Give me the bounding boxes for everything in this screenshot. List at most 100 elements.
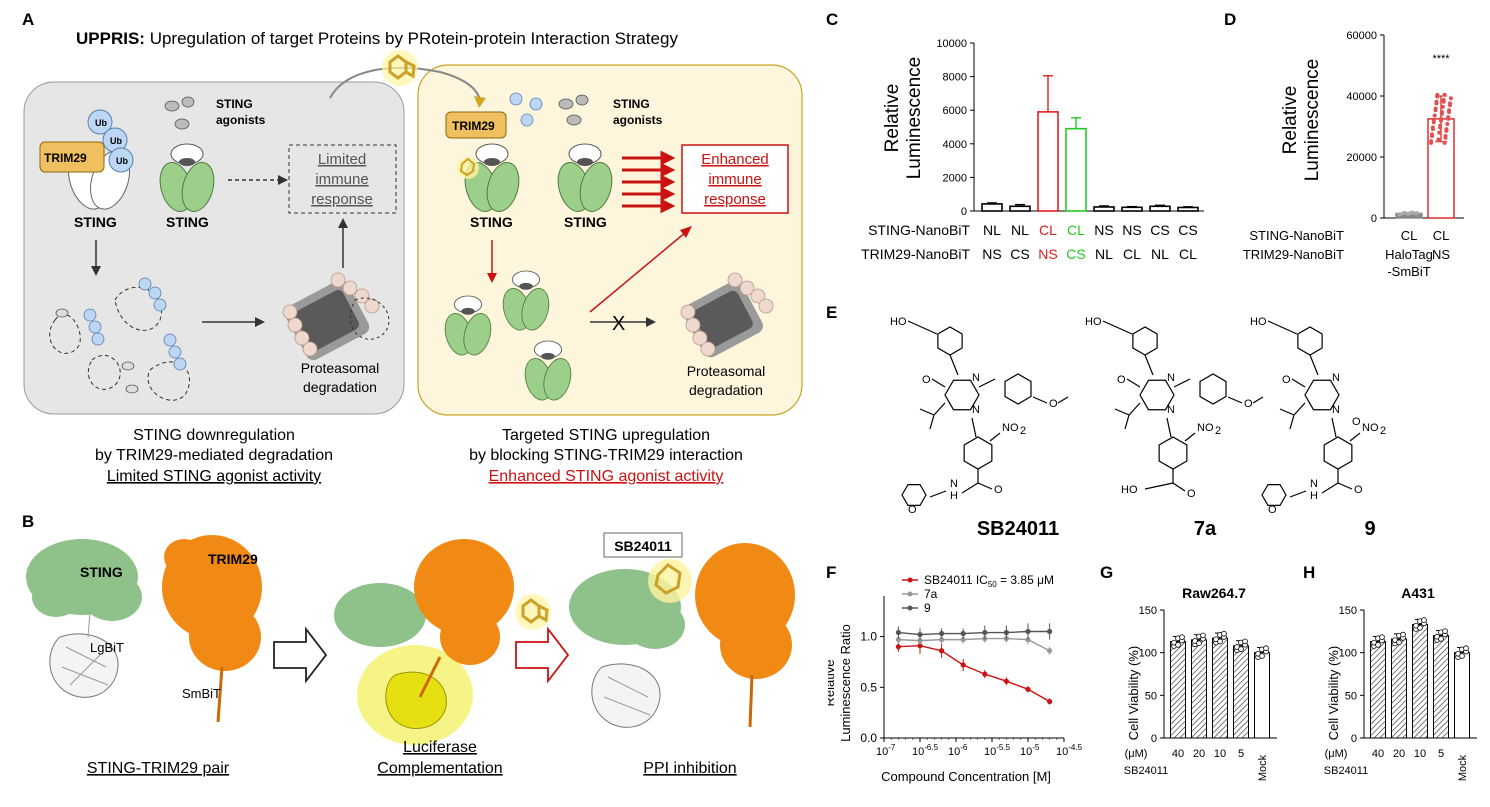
c-row1-label: CS [1178,222,1197,238]
phenol-ring [1132,326,1158,356]
viability-data-point [1459,653,1465,659]
core-ring [1139,379,1175,411]
viability-x-label: 20 [1393,748,1405,760]
compound-name-9: 9 [1364,518,1375,540]
bond [1114,408,1130,416]
bond [1349,432,1361,442]
svg-text:Cell Viability (%): Cell Viability (%) [1126,646,1141,740]
f-x-tick-label: 10-6 [948,743,968,758]
n-label: N [1332,404,1340,416]
d-data-point [1435,92,1440,97]
svg-text:Relative: Relative [882,84,903,153]
bond [929,414,935,430]
f-series-line [898,644,1050,703]
o-label: O [1117,374,1126,386]
d-y-tick-label: 0 [1371,213,1377,225]
viability-data-point [1400,631,1406,638]
svg-text:degradation: degradation [303,379,377,395]
ubiquitinated-sting-fragments [49,286,191,401]
f-data-point [1047,628,1053,635]
bond [1184,432,1196,442]
svg-text:STING: STING [216,97,253,111]
f-legend: SB24011 IC50 = 3.85 μM 7a 9 [902,573,1054,615]
limited-response-box [288,144,397,214]
bond [929,490,947,498]
viability-bar [1412,624,1428,739]
viability-x-label: 20 [1193,748,1205,760]
o-label: O [1352,416,1361,428]
viability-data-point [1379,634,1385,640]
f-data-point [939,637,945,643]
c-y-tick-label: 2000 [943,172,967,184]
svg-text:TRIM29-NanoBiT: TRIM29-NanoBiT [861,246,970,262]
h-label: H [1310,490,1318,502]
d-y-tick-label: 20000 [1346,152,1377,164]
c-row1-label: CL [1039,222,1057,238]
sting-dimer-left [159,143,215,212]
panel-f-chart: Relative Luminescence Ratio 0.00.51.010-… [828,573,1083,784]
panel-a-diagram: Ub Ub Ub TRIM29 STING STING agonists STI… [23,50,803,485]
sting-dimer-with-compound [457,143,520,212]
d-data-point [1415,211,1420,216]
f-data-point [1047,648,1053,654]
viability-x-label: 5 [1238,748,1244,760]
f-data-point [895,629,901,636]
nh-label: N [1310,478,1318,490]
c-row2-label: NL [1095,246,1113,262]
svg-text:agonists: agonists [613,113,663,127]
d-row1-label: CL [1433,228,1450,243]
c-y-tick-label: 10000 [936,38,967,50]
proteasome-right [680,272,774,358]
f-data-point [939,648,945,654]
c-row2-label: CL [1123,246,1141,262]
bond [949,354,959,376]
svg-text:9: 9 [924,601,931,615]
o-label: O [1354,484,1363,496]
panel-letter-b: B [22,512,35,531]
panel-letter-e: E [826,303,838,322]
svg-text:by blocking STING-TRIM29 inter: by blocking STING-TRIM29 interaction [469,447,743,464]
c-row1-label: CS [1150,222,1169,238]
stabilized-sting-group [444,270,572,401]
svg-text:LgBiT: LgBiT [90,640,124,655]
d-data-point [1437,130,1442,135]
f-data-point [960,637,966,643]
o-label: O [922,374,931,386]
viability-data-point [1438,636,1444,642]
viability-y-tick-label: 50 [1145,690,1157,702]
svg-text:Proteasomal: Proteasomal [301,360,380,376]
viability-bar [1391,638,1407,739]
f-data-point [1025,686,1031,692]
f-data-point [939,630,945,637]
compound-curve-arrow [329,66,481,101]
ub-beads-left [83,277,187,371]
svg-text:agonists: agonists [216,113,266,127]
svg-text:TRIM29-NanoBiT: TRIM29-NanoBiT [1243,247,1344,262]
svg-text:TRIM29: TRIM29 [208,551,258,567]
d-y-tick-label: 60000 [1346,30,1377,42]
svg-text:STING: STING [564,214,607,230]
svg-text:Enhanced STING agonist activit: Enhanced STING agonist activity [489,468,724,485]
compound-icon-top [382,50,418,86]
viability-x-label: 40 [1172,748,1184,760]
svg-text:STING: STING [80,564,123,580]
agonist-particles-right [558,94,589,126]
c-y-tick-label: 4000 [943,139,967,151]
panel-letter-c: C [826,10,839,29]
svg-text:STING downregulation: STING downregulation [133,427,295,444]
bond [1172,482,1186,492]
no2-sub: 2 [1020,425,1026,437]
bond [1267,320,1298,335]
f-x-tick-label: 10-7 [876,743,896,758]
viability-bar [1433,635,1449,739]
panel-letter-g: G [1100,563,1114,582]
bond [1309,354,1319,376]
bond [1102,320,1133,335]
d-row2-label-b: -SmBiT [1387,264,1430,279]
o-label: O [908,504,917,516]
svg-text:Limited STING agonist activity: Limited STING agonist activity [107,468,321,485]
